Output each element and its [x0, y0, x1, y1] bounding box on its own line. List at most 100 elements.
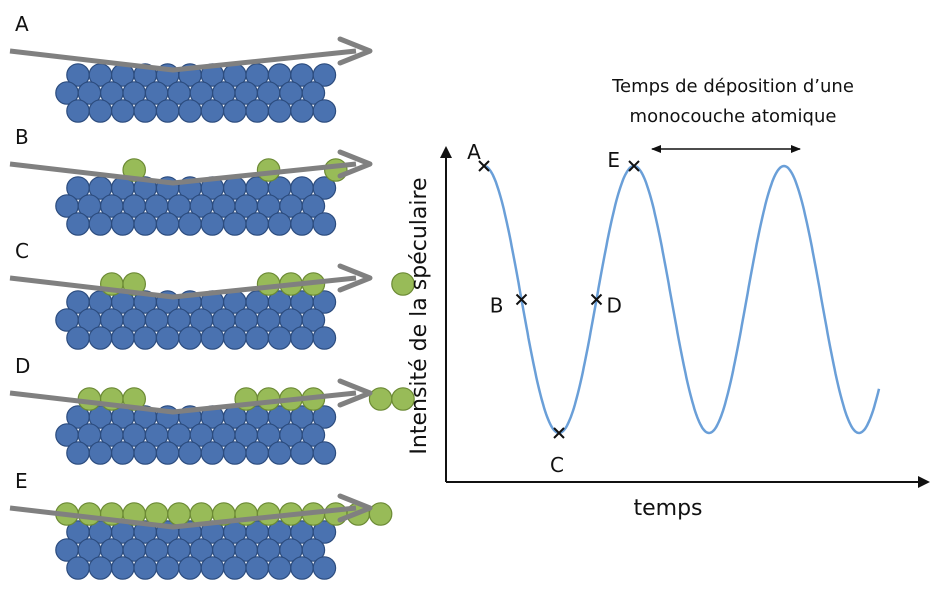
substrate-atom	[88, 556, 113, 580]
substrate-atom	[223, 556, 247, 580]
marker-label: B	[490, 294, 504, 318]
substrate-atom	[155, 441, 180, 465]
panel-c: C	[9, 239, 415, 350]
substrate-atom	[178, 99, 202, 123]
substrate-atom	[66, 212, 90, 236]
substrate-atom	[66, 99, 90, 123]
substrate-atom	[223, 99, 247, 123]
substrate-atom	[245, 441, 270, 465]
substrate-atom	[223, 441, 247, 465]
beam-path	[9, 275, 357, 300]
marker-label: C	[550, 453, 564, 477]
substrate-atom	[111, 99, 135, 123]
substrate-atom	[178, 556, 202, 580]
substrate-atom	[223, 212, 247, 236]
substrate-atom	[111, 212, 135, 236]
substrate-atom	[111, 326, 135, 350]
substrate-atom	[133, 326, 157, 350]
substrate-atom	[133, 99, 157, 123]
cross-mark	[515, 293, 528, 306]
adatom	[391, 387, 415, 411]
substrate-atom	[178, 212, 202, 236]
marker-a: A	[467, 140, 490, 172]
beam-path	[9, 48, 357, 73]
substrate-atom	[111, 556, 135, 580]
substrate-atom	[178, 441, 202, 465]
marker-e: E	[607, 148, 640, 172]
substrate-atom	[245, 556, 270, 580]
substrate-atom	[200, 212, 225, 236]
cross-mark	[553, 427, 565, 439]
substrate-atom	[312, 99, 337, 123]
substrate-atom	[312, 520, 337, 544]
panel-b: B	[9, 125, 373, 236]
marker-c: C	[550, 427, 565, 477]
panel-label: C	[15, 239, 29, 263]
beam-path	[9, 161, 357, 186]
substrate-atom	[155, 326, 180, 350]
substrate-atom	[245, 326, 270, 350]
adatom	[368, 387, 393, 411]
substrate-atom	[301, 81, 326, 105]
substrate-atom	[200, 556, 225, 580]
substrate-atom	[312, 290, 337, 314]
substrate-atom	[301, 423, 326, 447]
beam-path	[9, 390, 357, 415]
substrate-atom	[267, 99, 292, 123]
substrate-atom	[133, 556, 157, 580]
substrate-atom	[312, 63, 337, 87]
curve-markers: A B C D E	[467, 140, 640, 477]
substrate-atom	[290, 326, 314, 350]
beam-arrowhead	[337, 378, 373, 408]
substrate-atom	[290, 556, 314, 580]
substrate-atom	[267, 556, 292, 580]
panel-a: A	[9, 12, 373, 123]
marker-label: E	[607, 148, 620, 172]
marker-d: D	[590, 293, 622, 318]
cross-mark	[590, 293, 603, 306]
beam-arrowhead	[337, 493, 373, 523]
x-axis-label: temps	[633, 496, 702, 521]
intensity-curve	[483, 164, 881, 435]
adatom	[167, 502, 191, 526]
substrate-atom	[312, 212, 337, 236]
substrate-atom	[267, 441, 292, 465]
substrate-atom	[290, 99, 314, 123]
substrate-atom	[245, 99, 270, 123]
substrate-atom	[245, 212, 270, 236]
substrate-atom	[155, 556, 180, 580]
marker-label: A	[467, 140, 481, 164]
panel-e: E	[9, 469, 393, 580]
adatom	[323, 502, 348, 526]
panel-label: A	[15, 12, 29, 36]
substrate-atom	[88, 441, 113, 465]
substrate-atom	[290, 212, 314, 236]
substrate-atom	[223, 326, 247, 350]
substrate-atom	[267, 326, 292, 350]
beam-arrowhead	[337, 149, 373, 179]
substrate-atom	[312, 326, 337, 350]
cross-mark	[478, 160, 490, 172]
substrate-atom	[200, 441, 225, 465]
substrate-atom	[88, 99, 113, 123]
substrate-atom	[200, 326, 225, 350]
beam-arrowhead	[337, 36, 373, 66]
substrate-atom	[88, 212, 113, 236]
panel-label: E	[15, 469, 28, 493]
adatom	[391, 272, 415, 296]
substrate-atom	[301, 194, 326, 218]
annotation-line-1: Temps de déposition d’une	[611, 76, 854, 97]
substrate-atom	[66, 326, 90, 350]
substrate-atom	[66, 556, 90, 580]
substrate-atom	[133, 441, 157, 465]
beam-arrowhead	[337, 263, 373, 293]
substrate-atom	[155, 99, 180, 123]
substrate-atom	[66, 441, 90, 465]
substrate-atom	[88, 326, 113, 350]
substrate-atom	[133, 212, 157, 236]
adatom	[368, 502, 393, 526]
substrate-atom	[301, 538, 326, 562]
